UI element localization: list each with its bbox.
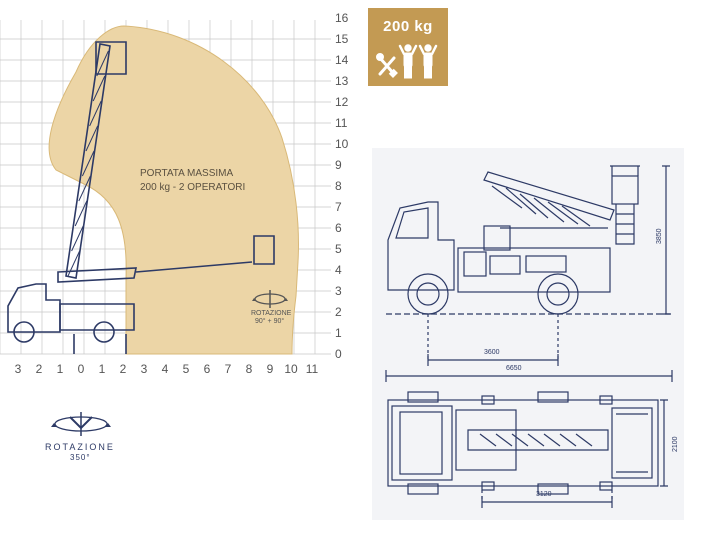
badge-text: 200 kg	[383, 18, 433, 35]
y-tick-label: 5	[335, 242, 342, 256]
boom-lattice	[67, 250, 81, 277]
y-tick-label: 15	[335, 32, 349, 46]
operators-tools-icon	[376, 44, 438, 79]
machine-outline	[57, 267, 137, 283]
boom-lattice	[71, 225, 84, 252]
working-envelope	[48, 25, 299, 355]
y-tick-label: 10	[335, 137, 349, 151]
boom-lattice	[85, 125, 99, 152]
machine-outline	[135, 261, 253, 273]
dimension-rear: 3120	[536, 491, 552, 498]
y-tick-label: 0	[335, 347, 342, 361]
boom-lattice	[89, 100, 102, 127]
x-tick-label: 6	[204, 362, 211, 376]
x-tick-label: 1	[57, 362, 64, 376]
technical-drawing-panel: 3850 3600 6650 2100 3120	[372, 148, 684, 520]
boom-lattice	[74, 200, 88, 227]
x-tick-label: 4	[162, 362, 169, 376]
y-tick-label: 12	[335, 95, 349, 109]
x-tick-label: 10	[284, 362, 298, 376]
y-tick-label: 9	[335, 158, 342, 172]
x-tick-label: 2	[120, 362, 127, 376]
x-tick-label: 11	[306, 362, 319, 376]
y-tick-label: 13	[335, 74, 349, 88]
machine-outline	[93, 321, 115, 343]
machine-outline	[13, 321, 35, 343]
x-tick-label: 3	[141, 362, 148, 376]
boom-lattice	[78, 175, 91, 202]
y-tick-label: 7	[335, 200, 342, 214]
x-tick-label: 7	[225, 362, 232, 376]
basket-rotation-title: ROTAZIONE	[251, 310, 292, 317]
turret-rotation-icon	[51, 412, 111, 436]
dimension-width: 2100	[672, 436, 679, 452]
x-tick-label: 1	[99, 362, 106, 376]
y-tick-label: 3	[335, 284, 342, 298]
machine-outline	[253, 235, 275, 265]
y-tick-label: 11	[335, 116, 348, 130]
capacity-badge: 200 kg	[368, 8, 448, 86]
x-tick-label: 8	[246, 362, 253, 376]
turret-rotation-value: 350°	[70, 453, 91, 462]
capacity-subtitle: 200 kg - 2 OPERATORI	[140, 182, 246, 193]
machine-outline	[59, 303, 135, 331]
basket-rotation-icon	[252, 290, 288, 308]
dimension-length: 6650	[506, 365, 522, 372]
y-tick-label: 4	[335, 263, 342, 277]
capacity-title: PORTATA MASSIMA	[140, 168, 234, 179]
y-tick-label: 1	[335, 326, 342, 340]
x-tick-label: 3	[15, 362, 22, 376]
boom-lattice	[81, 150, 95, 177]
x-tick-label: 9	[267, 362, 274, 376]
dimension-wheelbase: 3600	[484, 349, 500, 356]
y-tick-label: 16	[335, 11, 349, 25]
machine-outline	[73, 334, 127, 354]
boom-lattice	[92, 75, 106, 102]
side-and-top-views	[385, 165, 673, 508]
x-tick-label: 0	[78, 362, 85, 376]
turret-rotation-title: ROTAZIONE	[45, 442, 115, 452]
y-tick-label: 8	[335, 179, 342, 193]
y-tick-label: 2	[335, 305, 342, 319]
platform-side-illustration	[7, 41, 275, 354]
y-tick-label: 6	[335, 221, 342, 235]
x-tick-label: 5	[183, 362, 190, 376]
machine-outline	[65, 43, 111, 279]
basket-rotation-value: 90° + 90°	[255, 318, 285, 325]
x-tick-label: 2	[36, 362, 43, 376]
y-tick-label: 14	[335, 53, 349, 67]
boom-lattice	[96, 50, 109, 77]
dimension-height: 3850	[656, 228, 663, 244]
machine-outline	[95, 41, 127, 75]
